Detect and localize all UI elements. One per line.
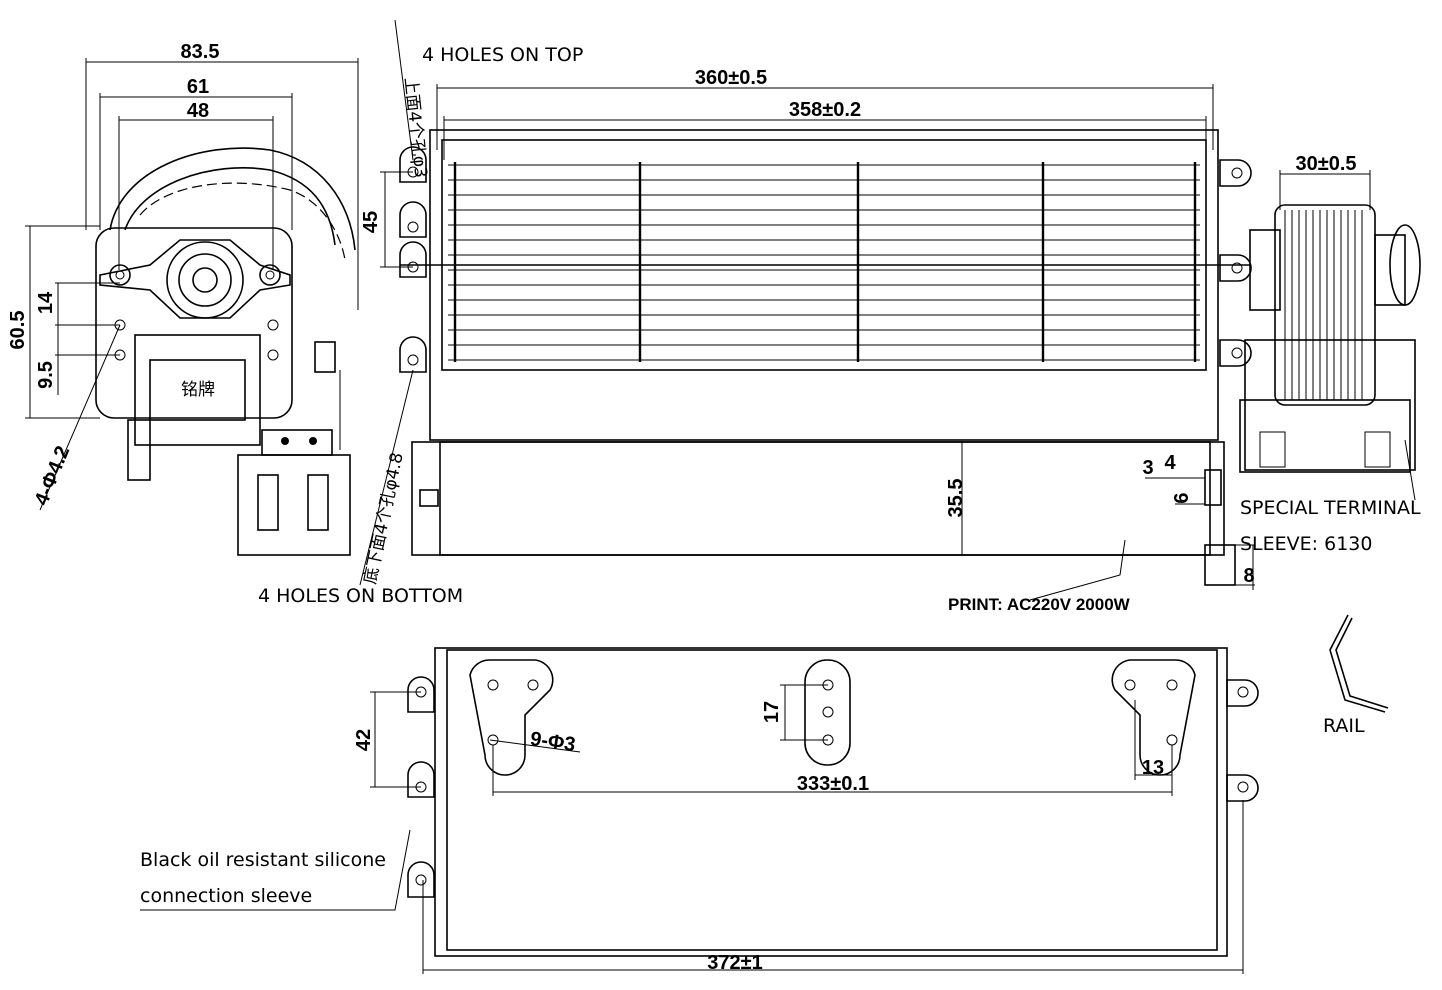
motor-view <box>1239 170 1421 501</box>
dim-30: 30±0.5 <box>1295 153 1356 175</box>
dim-358: 358±0.2 <box>789 99 861 121</box>
dim-8: 8 <box>1243 565 1254 587</box>
top-holes-cn-label: 上面4个孔φ3 <box>400 76 430 178</box>
dim-45: 45 <box>360 211 382 233</box>
dim-360: 360±0.5 <box>695 67 767 89</box>
dim-4-phi-4-2: 4-Φ4.2 <box>31 443 75 509</box>
dim-4: 4 <box>1164 452 1176 474</box>
dim-35-5: 35.5 <box>945 479 967 518</box>
dim-61: 61 <box>187 76 209 98</box>
bottom-holes-cn-label: 底下面4个孔φ4.8 <box>360 451 407 586</box>
front-view <box>359 19 1255 601</box>
dim-372: 372±1 <box>707 952 762 974</box>
dim-333: 333±0.1 <box>797 773 869 795</box>
dim-6: 6 <box>1171 492 1193 503</box>
dim-9-5: 9.5 <box>35 361 57 389</box>
bottom-view <box>140 614 1389 974</box>
dim-9-phi-3: 9-Φ3 <box>529 728 577 756</box>
rail-label: RAIL <box>1323 715 1365 737</box>
nameplate-label: 铭牌 <box>181 380 215 400</box>
dim-13: 13 <box>1142 757 1164 779</box>
dimension-labels: 83.5 61 48 60.5 14 9.5 4-Φ4.2 360±0.5 35… <box>7 41 1357 974</box>
note-labels: 4 HOLES ON TOP 4 HOLES ON BOTTOM SPECIAL… <box>140 44 1421 907</box>
silicone-sleeve-label-line2: connection sleeve <box>140 885 312 907</box>
dim-48: 48 <box>187 100 209 122</box>
dim-83-5: 83.5 <box>181 41 220 63</box>
dim-42: 42 <box>353 729 375 751</box>
side-view: 铭牌 <box>25 58 359 556</box>
holes-bottom-label: 4 HOLES ON BOTTOM <box>258 585 463 607</box>
silicone-sleeve-label-line1: Black oil resistant silicone <box>140 849 386 871</box>
dim-17: 17 <box>761 701 783 723</box>
sleeve-label: SLEEVE: 6130 <box>1240 533 1372 555</box>
dim-14: 14 <box>35 291 57 314</box>
print-label: PRINT: AC220V 2000W <box>948 595 1131 614</box>
holes-top-label: 4 HOLES ON TOP <box>422 44 583 66</box>
special-terminal-label: SPECIAL TERMINAL <box>1240 497 1421 519</box>
dim-60-5: 60.5 <box>7 311 29 350</box>
dim-3: 3 <box>1142 457 1153 479</box>
motor-coil-lines <box>1284 210 1363 400</box>
impeller-blades <box>448 162 1200 362</box>
